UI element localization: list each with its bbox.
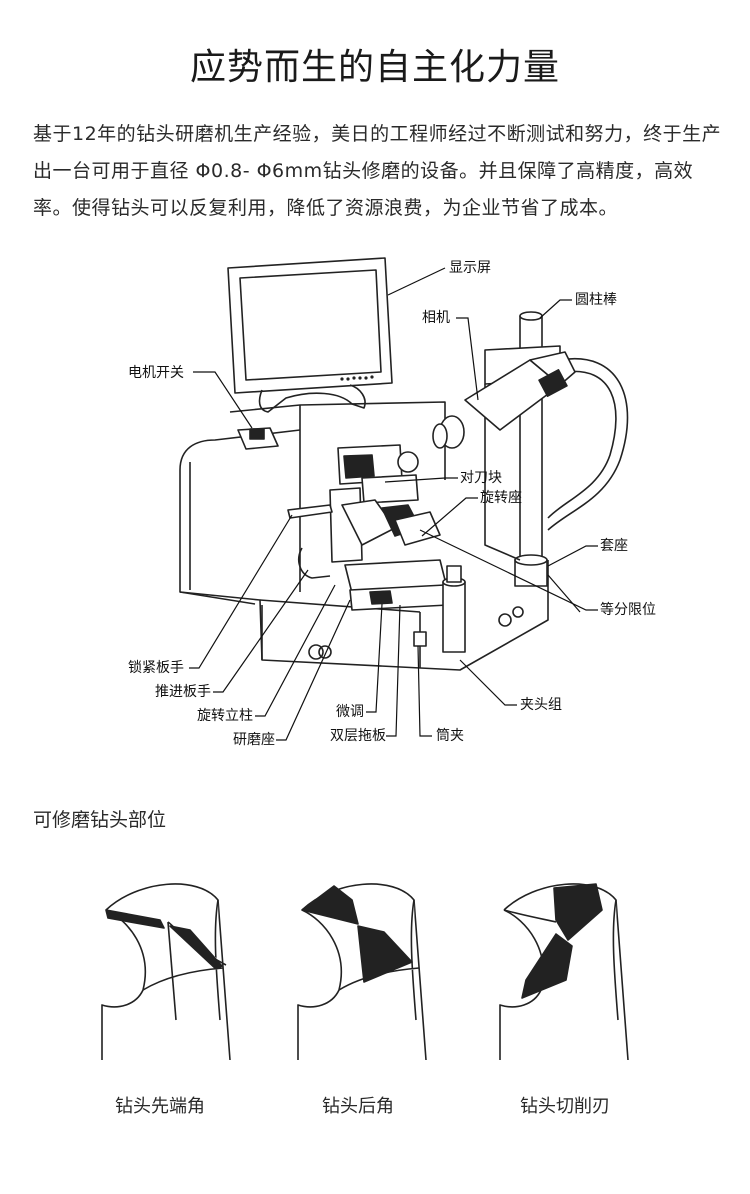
- label-display: 显示屏: [449, 260, 491, 276]
- label-double-plate: 双层拖板: [330, 728, 386, 744]
- label-sleeve-seat: 套座: [600, 538, 628, 554]
- label-lock-handle: 锁紧板手: [128, 660, 184, 676]
- label-motor-switch: 电机开关: [128, 365, 184, 381]
- drill-caption-point-angle: 钻头先端角: [115, 1096, 205, 1117]
- page-title: 应势而生的自主化力量: [189, 47, 560, 88]
- intro-paragraph: 基于12年的钻头研磨机生产经验，美日的工程师经过不断测试和努力，终于生产出一台可…: [33, 123, 722, 219]
- label-grinding-seat: 研磨座: [233, 732, 275, 748]
- label-chuck-group: 夹头组: [520, 697, 562, 713]
- drill-clearance-angle-illustration: [297, 883, 427, 1061]
- label-camera: 相机: [422, 310, 450, 326]
- label-fine-tune: 微调: [336, 704, 364, 720]
- label-index-limit: 等分限位: [600, 601, 656, 618]
- label-rotary-post: 旋转立柱: [197, 708, 253, 724]
- drill-caption-cutting-edge: 钻头切削刃: [520, 1096, 610, 1117]
- label-tool-block: 对刀块: [460, 470, 502, 486]
- drill-cutting-edge-illustration: [499, 883, 629, 1061]
- label-collet: 筒夹: [436, 727, 464, 744]
- drill-point-angle-illustration: [101, 883, 231, 1061]
- label-push-handle: 推进板手: [155, 684, 211, 700]
- drill-caption-clearance-angle: 钻头后角: [322, 1096, 394, 1117]
- label-rotary-seat: 旋转座: [480, 490, 522, 506]
- machine-diagram: 显示屏 相机 圆柱棒 电机开关 对刀块 旋转座 套座 等分限位 锁紧板手 推进板…: [128, 257, 656, 748]
- section-title: 可修磨钻头部位: [33, 809, 167, 831]
- label-cylinder-rod: 圆柱棒: [575, 292, 617, 308]
